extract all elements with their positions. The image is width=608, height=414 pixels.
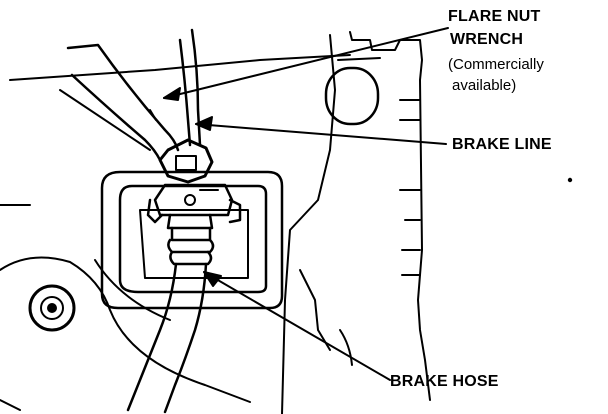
brake-line-label: BRAKE LINE — [452, 136, 552, 153]
hose-fitting — [146, 183, 242, 266]
flare-nut-wrench — [66, 43, 214, 184]
commercially-available-line1: (Commercially — [448, 56, 544, 73]
strut-body — [281, 31, 573, 414]
brake-line-tube — [178, 28, 202, 147]
mounting-bolt — [28, 284, 76, 332]
commercially-available-line2: available) — [452, 77, 517, 94]
brake-hose-label: BRAKE HOSE — [390, 373, 499, 390]
vehicle-body-outline — [0, 54, 351, 411]
flare-nut-wrench-label-line2: WRENCH — [450, 31, 524, 48]
hose-bracket — [100, 170, 284, 310]
brake-hose — [126, 262, 208, 414]
flare-nut-wrench-label-line1: FLARE NUT — [448, 8, 541, 25]
strut-oval-hole — [324, 66, 380, 126]
callout-wrench — [163, 27, 449, 101]
callout-brake-line — [195, 116, 447, 145]
callout-brake-hose — [203, 271, 391, 381]
